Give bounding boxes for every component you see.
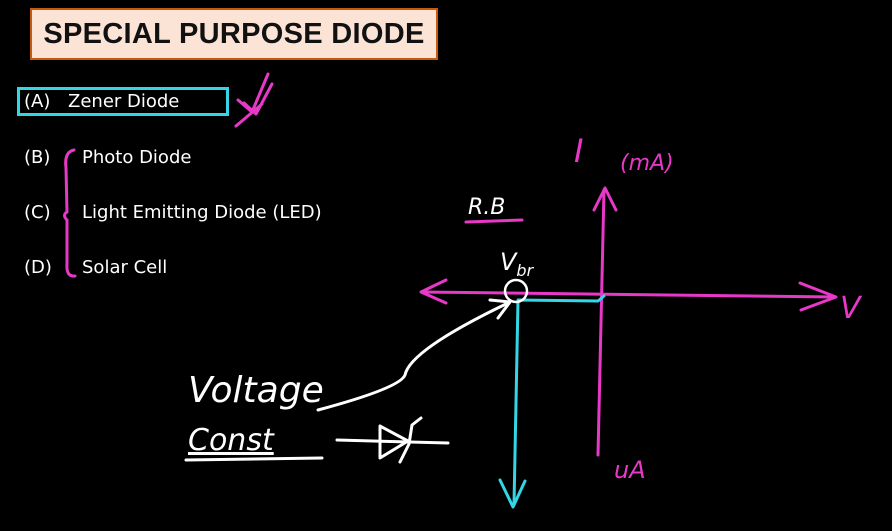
- note-line-2: Const: [188, 423, 275, 458]
- title-banner: SPECIAL PURPOSE DIODE: [30, 8, 438, 60]
- pointer-arrowhead: [488, 298, 512, 320]
- y-axis-label: I: [574, 132, 583, 170]
- item-label: Light Emitting Diode (LED): [82, 202, 322, 223]
- x-axis-arrow-right: [798, 281, 838, 312]
- x-axis-arrow-left: [419, 278, 448, 305]
- breakdown-point-marker: [503, 278, 529, 304]
- characteristic-curve: [512, 294, 606, 507]
- bottom-unit-label: uA: [614, 456, 646, 484]
- x-axis-label: V: [840, 291, 863, 326]
- highlight-box-zener: [17, 87, 229, 116]
- item-label: Solar Cell: [82, 257, 168, 278]
- y-axis-arrow: [592, 186, 618, 212]
- note-underline: [184, 456, 324, 462]
- x-axis: [420, 290, 837, 299]
- item-tag: (C): [24, 202, 51, 223]
- region-underline: [464, 218, 524, 224]
- item-label: Zener Diode: [68, 91, 180, 112]
- checkmark-icon: [234, 72, 274, 128]
- y-unit-label: (mA): [620, 151, 674, 176]
- item-tag: (A): [24, 91, 51, 112]
- brace-icon: [63, 148, 77, 278]
- zener-diode-icon: [335, 416, 450, 464]
- page-title: SPECIAL PURPOSE DIODE: [43, 17, 425, 50]
- list-item-c: (C) Light Emitting Diode (LED): [24, 202, 322, 223]
- y-axis: [596, 188, 606, 457]
- region-label: R.B: [468, 195, 505, 220]
- item-tag: (D): [24, 257, 52, 278]
- note-line-1: Voltage: [188, 370, 324, 411]
- pointer-arrow: [316, 301, 510, 412]
- list-item-a: (A) Zener Diode: [24, 91, 179, 112]
- list-item-b: (B) Photo Diode: [24, 147, 191, 168]
- item-label: Photo Diode: [82, 147, 192, 168]
- breakdown-voltage-label: Vbr: [500, 248, 535, 280]
- curve-arrow-down: [498, 478, 527, 509]
- item-tag: (B): [24, 147, 51, 168]
- list-item-d: (D) Solar Cell: [24, 257, 167, 278]
